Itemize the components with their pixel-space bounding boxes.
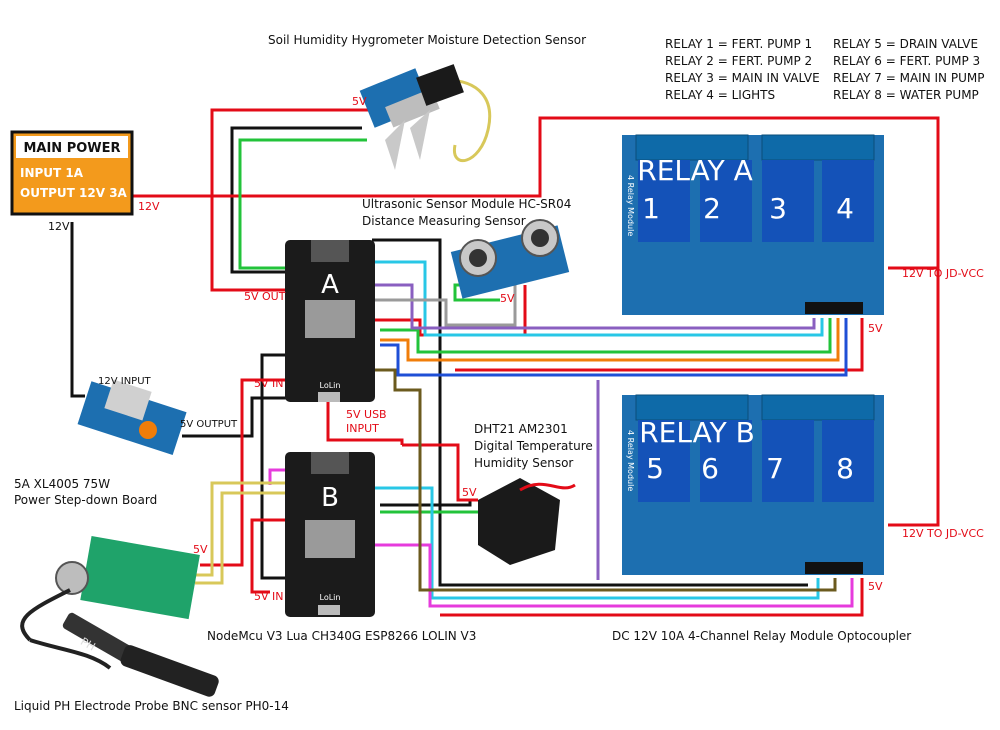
wire-orange-relay (380, 318, 840, 362)
label-stepdown-2: Power Step-down Board (14, 493, 157, 507)
wire-label-5v-usb-1: 5V USB (346, 408, 387, 421)
relay-legend-item-2: RELAY 2 = FERT. PUMP 2 (665, 54, 812, 68)
label-ultrasonic-2: Distance Measuring Sensor (362, 214, 526, 228)
board-a-letter: A (321, 270, 339, 300)
label-dht-3: Humidity Sensor (474, 456, 573, 470)
wire-soil-loop (444, 78, 492, 163)
nodemcu-board-a: A LoLin (285, 240, 375, 402)
wire-label-5v-ultra: 5V (500, 292, 515, 305)
label-ultrasonic-1: Ultrasonic Sensor Module HC-SR04 (362, 197, 571, 211)
relay-legend-item-7: RELAY 7 = MAIN IN PUMP (833, 71, 984, 85)
relay-legend: RELAY 1 = FERT. PUMP 1 RELAY 2 = FERT. P… (665, 37, 984, 102)
relay-b-channel-5: 5 (646, 452, 664, 485)
wire-green-soil (238, 138, 367, 270)
relay-a-channel-1: 1 (642, 192, 660, 225)
wire-label-5v-relay-a: 5V (868, 322, 883, 335)
wire-label-jdvcc-b: 12V TO JD-VCC (902, 527, 984, 540)
component-labels: Soil Humidity Hygrometer Moisture Detect… (14, 33, 911, 713)
dht21-sensor (478, 478, 576, 565)
nodemcu-board-b: B LoLin (285, 452, 375, 617)
wire-label-5v-output: 5V OUTPUT (180, 419, 238, 430)
label-dht-2: Digital Temperature (474, 439, 593, 453)
relay-module-a: 4 Relay Module RELAY A 1 2 3 4 (622, 134, 884, 315)
relay-b-channel-8: 8 (836, 452, 854, 485)
relay-b-channel-7: 7 (766, 452, 784, 485)
wire-label-5v-in-b: 5V IN (254, 590, 284, 603)
wire-label-12v-b: 12V (48, 220, 70, 233)
wire-gnd-relay (372, 238, 808, 587)
relay-b-title: RELAY B (639, 416, 755, 449)
wires (70, 78, 940, 617)
relay-legend-item-5: RELAY 5 = DRAIN VALVE (833, 37, 978, 51)
wire-5v-usb (326, 400, 404, 445)
label-nodemcu: NodeMcu V3 Lua CH340G ESP8266 LOLIN V3 (207, 629, 476, 643)
label-ph-probe: Liquid PH Electrode Probe BNC sensor PH0… (14, 699, 289, 713)
wire-label-12v-input: 12V INPUT (98, 376, 152, 387)
relay-a-title: RELAY A (637, 154, 753, 187)
label-soil-sensor: Soil Humidity Hygrometer Moisture Detect… (268, 33, 586, 47)
relay-module-b: 4 Relay Module RELAY B 5 6 7 8 (622, 394, 884, 575)
wire-labels: 12V 12V 5V 5V OUT 5V IN 5V USB INPUT 5V … (48, 95, 984, 603)
wire-gnd-stepdown (182, 396, 290, 438)
wire-magenta-ph (268, 468, 290, 485)
relay-legend-item-6: RELAY 6 = FERT. PUMP 3 (833, 54, 980, 68)
wire-green-relay (380, 318, 832, 354)
wire-5v-relay-b (440, 578, 864, 617)
wire-label-5v-usb-2: INPUT (346, 422, 379, 435)
relay-a-channel-4: 4 (836, 192, 854, 225)
relay-legend-item-1: RELAY 1 = FERT. PUMP 1 (665, 37, 812, 51)
wire-label-12v-a: 12V (138, 200, 160, 213)
label-stepdown-1: 5A XL4005 75W (14, 477, 110, 491)
wire-cyan-relay-a (372, 260, 824, 337)
wire-5v-ultra (372, 285, 527, 337)
wire-purple-relay (372, 283, 816, 330)
wire-label-5v-top: 5V (352, 95, 367, 108)
label-dht-1: DHT21 AM2301 (474, 422, 568, 436)
soil-moisture-sensor (359, 64, 464, 170)
ultrasonic-sensor (450, 219, 570, 299)
relay-a-channel-3: 3 (769, 192, 787, 225)
main-power-supply: MAIN POWER INPUT 1A OUTPUT 12V 3A (10, 130, 134, 216)
wire-yellow-ph-2 (195, 491, 290, 585)
relay-b-side-text: 4 Relay Module (626, 430, 635, 491)
wire-gnd-soil (230, 126, 362, 274)
wire-label-jdvcc-a: 12V TO JD-VCC (902, 267, 984, 280)
ph-probe-mark: PH (78, 635, 97, 654)
wire-olive-relay-b (372, 368, 837, 592)
wire-label-5v-relay-b: 5V (868, 580, 883, 593)
relay-a-side-text: 4 Relay Module (626, 175, 635, 236)
relay-legend-item-8: RELAY 8 = WATER PUMP (833, 88, 979, 102)
wire-5v-dht (402, 443, 478, 502)
wire-gnd-dht (380, 500, 472, 507)
relay-legend-item-3: RELAY 3 = MAIN IN VALVE (665, 71, 820, 85)
main-power-input: INPUT 1A (20, 166, 84, 180)
wire-yellow-ph-1 (195, 481, 290, 577)
wire-blue-relay (380, 318, 848, 377)
wire-label-5v-ph: 5V (193, 543, 208, 556)
wire-label-5v-in-a: 5V IN (254, 377, 284, 390)
wire-label-5v-dht: 5V (462, 486, 477, 499)
wire-gray-ultra (372, 285, 517, 327)
board-b-letter: B (321, 483, 339, 513)
label-relay-module: DC 12V 10A 4-Channel Relay Module Optoco… (612, 629, 911, 643)
stepdown-board (77, 379, 187, 455)
board-a-brand: LoLin (320, 381, 341, 390)
wire-5v-relay-a (455, 318, 864, 372)
wire-magenta-relay-b (372, 543, 854, 608)
wire-label-5v-out: 5V OUT (244, 290, 286, 303)
wire-5v-soil (210, 108, 372, 292)
relay-legend-item-4: RELAY 4 = LIGHTS (665, 88, 775, 102)
wire-5v-in-b (250, 518, 290, 594)
main-power-output: OUTPUT 12V 3A (20, 186, 128, 200)
wire-gnd-a-b (260, 353, 290, 580)
ph-sensor: PH (20, 535, 219, 697)
main-power-title: MAIN POWER (23, 141, 120, 156)
relay-a-channel-2: 2 (703, 192, 721, 225)
board-b-brand: LoLin (320, 593, 341, 602)
relay-b-channel-6: 6 (701, 452, 719, 485)
wire-12v-main (130, 116, 940, 527)
wire-gnd-main (70, 222, 85, 398)
